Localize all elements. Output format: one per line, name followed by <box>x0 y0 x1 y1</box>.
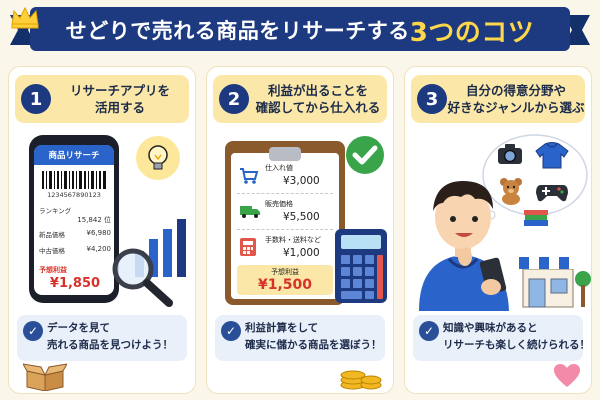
crown-icon <box>11 6 39 29</box>
calculator-icon <box>240 238 256 256</box>
teddy-bear-icon <box>500 178 522 205</box>
used-price-label: 中古価格 <box>39 247 65 255</box>
ranking-row: ランキング <box>39 205 111 215</box>
store-icon <box>519 257 591 308</box>
panel-heading: 2 利益が出ることを 確認してから仕入れる <box>213 75 387 123</box>
check-circle-icon: ✓ <box>221 321 241 341</box>
used-price-row: 中古価格 ¥4,200 <box>39 245 111 255</box>
heading-line-2: 好きなジャンルから選ぶ <box>447 100 585 115</box>
books-icon <box>524 210 548 226</box>
check-circle-icon: ✓ <box>419 321 439 341</box>
barcode-icon <box>42 171 106 189</box>
sale-value: ¥5,500 <box>283 211 320 223</box>
banner-ribbon <box>10 7 590 51</box>
heading-line-2: 確認してから仕入れる <box>255 100 381 115</box>
banner-title-highlight: 3つのコツ <box>409 17 535 48</box>
cardboard-box-icon <box>23 363 67 391</box>
tip-panel-research-app: 1 リサーチアプリを 活用する 商品リサーチ <box>8 66 196 394</box>
profit-calculation-illustration: 仕入れ値 ¥3,000 販売価格 ¥5,500 手数料・送料 <box>207 127 393 311</box>
clipboard-icon: 仕入れ値 ¥3,000 販売価格 ¥5,500 手数料・送料 <box>225 141 345 305</box>
expected-profit-box: 予想利益 ¥1,500 <box>237 265 333 295</box>
lightbulb-icon <box>136 136 180 180</box>
ranking-label: ランキング <box>39 207 72 215</box>
step-number-badge: 3 <box>417 84 447 114</box>
new-price-value: ¥6,980 <box>86 229 112 237</box>
heading-line-1: 利益が出ることを <box>267 83 368 98</box>
ranking-value-row: 15,842 位 <box>39 215 111 225</box>
new-price-label: 新品価格 <box>39 231 65 239</box>
tip-line-2: リサーチも楽しく続けられる！ <box>443 339 590 351</box>
check-circle-icon: ✓ <box>23 321 43 341</box>
favorite-genre-illustration <box>405 127 591 311</box>
purchase-value: ¥3,000 <box>283 175 320 187</box>
new-price-row: 新品価格 ¥6,980 <box>39 229 111 239</box>
tip-box: ✓ データを見て 売れる商品を見つけよう！ <box>17 315 187 361</box>
magnifier-icon <box>112 248 173 307</box>
tip-line-1: 知識や興味があると <box>443 322 538 334</box>
heading-line-1: リサーチアプリを <box>69 83 170 98</box>
profit-value: ¥1,850 <box>49 276 101 291</box>
profit-label: 予想利益 <box>39 266 67 274</box>
clipboard-paper: 仕入れ値 ¥3,000 販売価格 ¥5,500 手数料・送料 <box>231 153 339 299</box>
heading-line-1: 自分の得意分野や <box>465 83 566 98</box>
panel-heading: 1 リサーチアプリを 活用する <box>15 75 189 123</box>
barcode-number: 1234567890123 <box>47 191 101 199</box>
fee-label: 手数料・送料など <box>265 236 321 244</box>
clipboard-clamp <box>269 147 301 161</box>
tip-text: データを見て 売れる商品を見つけよう！ <box>47 320 185 354</box>
smartphone-icon: 商品リサーチ 1234567890123 <box>29 135 119 303</box>
sale-label: 販売価格 <box>265 200 293 208</box>
tip-line-2: 確実に儲かる商品を選ぼう！ <box>245 339 382 351</box>
heart-icon <box>554 364 580 387</box>
game-controller-icon <box>536 185 568 202</box>
tip-box: ✓ 知識や興味があると リサーチも楽しく続けられる！ <box>413 315 590 361</box>
panel-heading: 3 自分の得意分野や 好きなジャンルから選ぶ <box>411 75 585 123</box>
coins-icon <box>340 370 382 390</box>
step-number-badge: 1 <box>21 84 51 114</box>
expected-profit-label: 予想利益 <box>271 268 299 276</box>
tip-panel-favorite-genre: 3 自分の得意分野や 好きなジャンルから選ぶ <box>404 66 592 394</box>
truck-icon <box>240 206 260 218</box>
panel-heading-text: 自分の得意分野や 好きなジャンルから選ぶ <box>448 80 585 118</box>
cart-icon <box>240 168 259 184</box>
camera-icon <box>498 144 522 164</box>
hoodie-icon <box>535 142 569 169</box>
tip-line-2: 売れる商品を見つけよう！ <box>47 339 173 351</box>
calculator-icon <box>335 229 387 303</box>
tip-line-1: 利益計算をして <box>245 322 319 334</box>
tip-line-1: データを見て <box>47 322 110 334</box>
phone-screen: 商品リサーチ 1234567890123 <box>34 145 114 295</box>
panel-heading-text: リサーチアプリを 活用する <box>55 80 185 118</box>
banner-title-main: せどりで売れる商品をリサーチする <box>65 19 410 43</box>
used-price-value: ¥4,200 <box>86 245 112 253</box>
step-number-badge: 2 <box>219 84 249 114</box>
person-with-phone-illustration <box>419 181 509 311</box>
purchase-label: 仕入れ値 <box>265 164 293 172</box>
tip-box: ✓ 利益計算をして 確実に儲かる商品を選ぼう！ <box>215 315 385 361</box>
fee-value: ¥1,000 <box>283 247 320 259</box>
divider <box>237 193 333 194</box>
heading-line-2: 活用する <box>94 100 145 115</box>
tip-text: 知識や興味があると リサーチも楽しく続けられる！ <box>443 320 590 354</box>
divider <box>237 229 333 230</box>
panel-heading-text: 利益が出ることを 確認してから仕入れる <box>253 80 383 118</box>
tip-text: 利益計算をして 確実に儲かる商品を選ぼう！ <box>245 320 383 354</box>
ranking-value: 15,842 位 <box>77 216 111 224</box>
app-title: 商品リサーチ <box>34 145 114 165</box>
research-app-illustration: 商品リサーチ 1234567890123 <box>9 127 195 311</box>
expected-profit-value: ¥1,500 <box>257 277 313 293</box>
tip-panel-profit-check: 2 利益が出ることを 確認してから仕入れる 仕入れ値 ¥3,000 <box>206 66 394 394</box>
check-circle-icon <box>346 136 384 174</box>
